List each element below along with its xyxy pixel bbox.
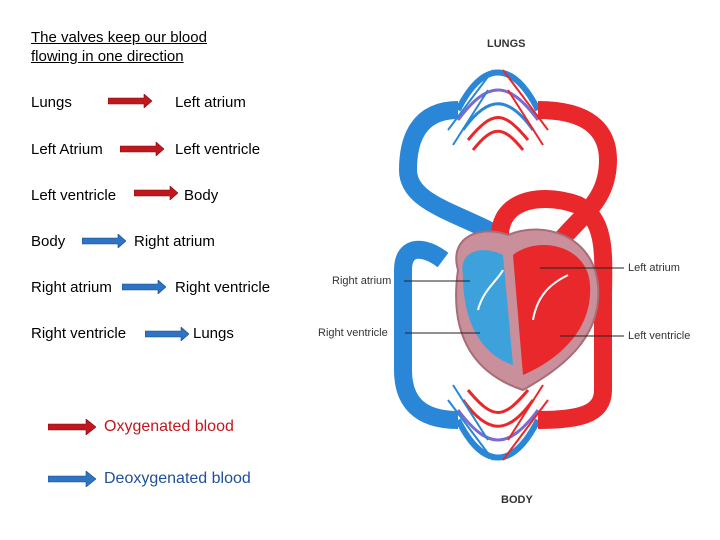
aorta	[491, 190, 613, 429]
red-arrow	[134, 186, 178, 200]
legend-blue-arrow	[48, 471, 96, 487]
blue-arrow	[82, 234, 126, 248]
flow-from-right-ventricle: Right ventricle	[31, 325, 127, 342]
right-atrium-callout: Right atrium	[332, 275, 392, 287]
flow-from-left-ventricle: Left ventricle	[31, 187, 117, 204]
left-ventricle-callout: Left ventricle	[628, 330, 691, 342]
heart	[455, 228, 600, 392]
flow-to-right-atrium: Right atrium	[134, 233, 215, 250]
flow-from-right-atrium: Right atrium	[31, 279, 112, 296]
flow-to-lungs: Lungs	[193, 325, 234, 342]
lungs-capillaries	[447, 69, 549, 151]
blue-arrow	[122, 280, 166, 294]
diagram-lungs-label: LUNGS	[487, 38, 526, 50]
flow-to-left-ventricle: Left ventricle	[175, 141, 261, 158]
red-arrow	[120, 142, 164, 156]
title-line-2: flowing in one direction	[31, 48, 184, 65]
flow-from-body: Body	[31, 233, 66, 250]
flow-from-lungs: Lungs	[31, 94, 72, 111]
flow-from-left-atrium: Left Atrium	[31, 141, 103, 158]
legend-deoxygenated: Deoxygenated blood	[104, 470, 251, 487]
vena-cava	[394, 240, 459, 429]
red-arrow	[108, 94, 152, 108]
pulmonary-vein	[537, 101, 618, 265]
right-ventricle-callout: Right ventricle	[318, 327, 388, 339]
body-capillaries	[447, 384, 549, 461]
legend-red-arrow	[48, 419, 96, 435]
page-title: The valves keep our blood flowing in one…	[31, 28, 207, 66]
flow-to-body: Body	[184, 187, 219, 204]
title-line-1: The valves keep our blood	[31, 29, 207, 46]
diagram-body-label: BODY	[501, 494, 533, 506]
circulation-diagram	[394, 69, 618, 461]
legend-oxygenated: Oxygenated blood	[104, 418, 234, 435]
blue-arrow	[145, 327, 189, 341]
left-atrium-callout: Left atrium	[628, 262, 680, 274]
flow-to-right-ventricle: Right ventricle	[175, 279, 271, 296]
flow-to-left-atrium: Left atrium	[175, 94, 246, 111]
